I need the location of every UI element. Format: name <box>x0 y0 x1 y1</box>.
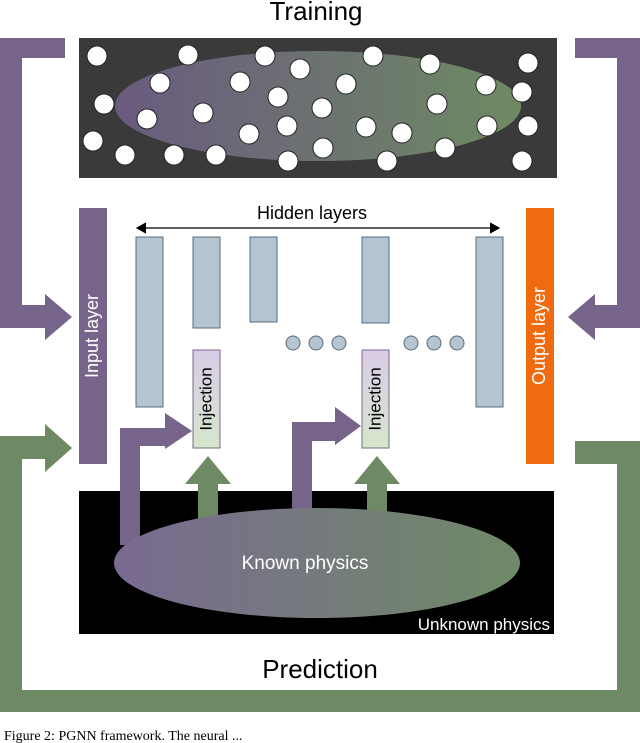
known-physics-label: Known physics <box>242 553 369 574</box>
hidden-layer <box>192 236 221 329</box>
data-point <box>163 144 185 166</box>
hidden-layer <box>135 236 164 408</box>
hidden-layers-span-arrow <box>135 222 501 234</box>
data-point <box>82 130 104 152</box>
data-point <box>177 44 199 66</box>
hidden-layers <box>135 236 504 408</box>
data-point <box>312 137 334 159</box>
data-point <box>511 81 533 103</box>
data-point <box>93 93 115 115</box>
figure-caption: Figure 2: PGNN framework. The neural ... <box>4 729 243 743</box>
data-point <box>192 102 214 124</box>
known-physics-to-injection-arrow <box>292 407 361 525</box>
data-point <box>238 123 260 145</box>
data-point <box>355 116 377 138</box>
injection-label: Injection <box>196 367 215 430</box>
data-point <box>434 137 456 159</box>
hidden-layer <box>249 236 278 323</box>
data-point <box>376 150 398 172</box>
prediction-title: Prediction <box>262 654 378 684</box>
data-point <box>86 45 108 67</box>
known-physics-to-injection-arrow <box>120 413 192 545</box>
data-point <box>419 53 441 75</box>
hidden-layer <box>475 236 504 408</box>
injection-layer <box>192 349 221 449</box>
input-layer-label: Input layer <box>82 294 102 378</box>
data-point <box>362 45 384 67</box>
data-point <box>311 97 333 119</box>
unknown-physics-label: Unknown physics <box>418 615 550 634</box>
data-point <box>289 58 311 80</box>
hidden-layers-label: Hidden layers <box>257 203 367 223</box>
training-to-input-arrow <box>0 38 72 340</box>
data-point <box>335 73 357 95</box>
data-point <box>511 150 533 172</box>
data-point <box>517 115 539 137</box>
known-physics-ellipse <box>114 508 520 618</box>
ellipsis-dots <box>285 335 465 351</box>
data-point <box>475 74 497 96</box>
injection-label: Injection <box>365 367 384 430</box>
injection-up-arrow <box>354 456 400 525</box>
data-point <box>229 71 251 93</box>
data-point <box>136 108 158 130</box>
data-point <box>114 144 136 166</box>
data-point <box>254 45 276 67</box>
output-layer <box>526 208 554 464</box>
injection-up-arrow <box>185 456 231 525</box>
hidden-layer <box>361 236 390 324</box>
data-point <box>426 93 448 115</box>
pgnn-diagram: Training Input layer Output layer Hidden… <box>0 0 640 712</box>
output-layer-label: Output layer <box>529 287 549 385</box>
data-point <box>277 150 299 172</box>
prediction-loop-arrow <box>0 424 640 712</box>
data-point <box>149 72 171 94</box>
training-data-points <box>82 44 539 172</box>
data-point <box>205 144 227 166</box>
input-layer <box>79 208 107 464</box>
data-point <box>276 115 298 137</box>
injection-layer <box>361 349 390 449</box>
training-data-box <box>79 38 557 178</box>
data-point <box>267 86 289 108</box>
data-point <box>517 52 539 74</box>
data-point <box>391 122 413 144</box>
training-to-output-arrow <box>568 38 640 340</box>
data-point <box>476 115 498 137</box>
training-title: Training <box>270 0 363 26</box>
